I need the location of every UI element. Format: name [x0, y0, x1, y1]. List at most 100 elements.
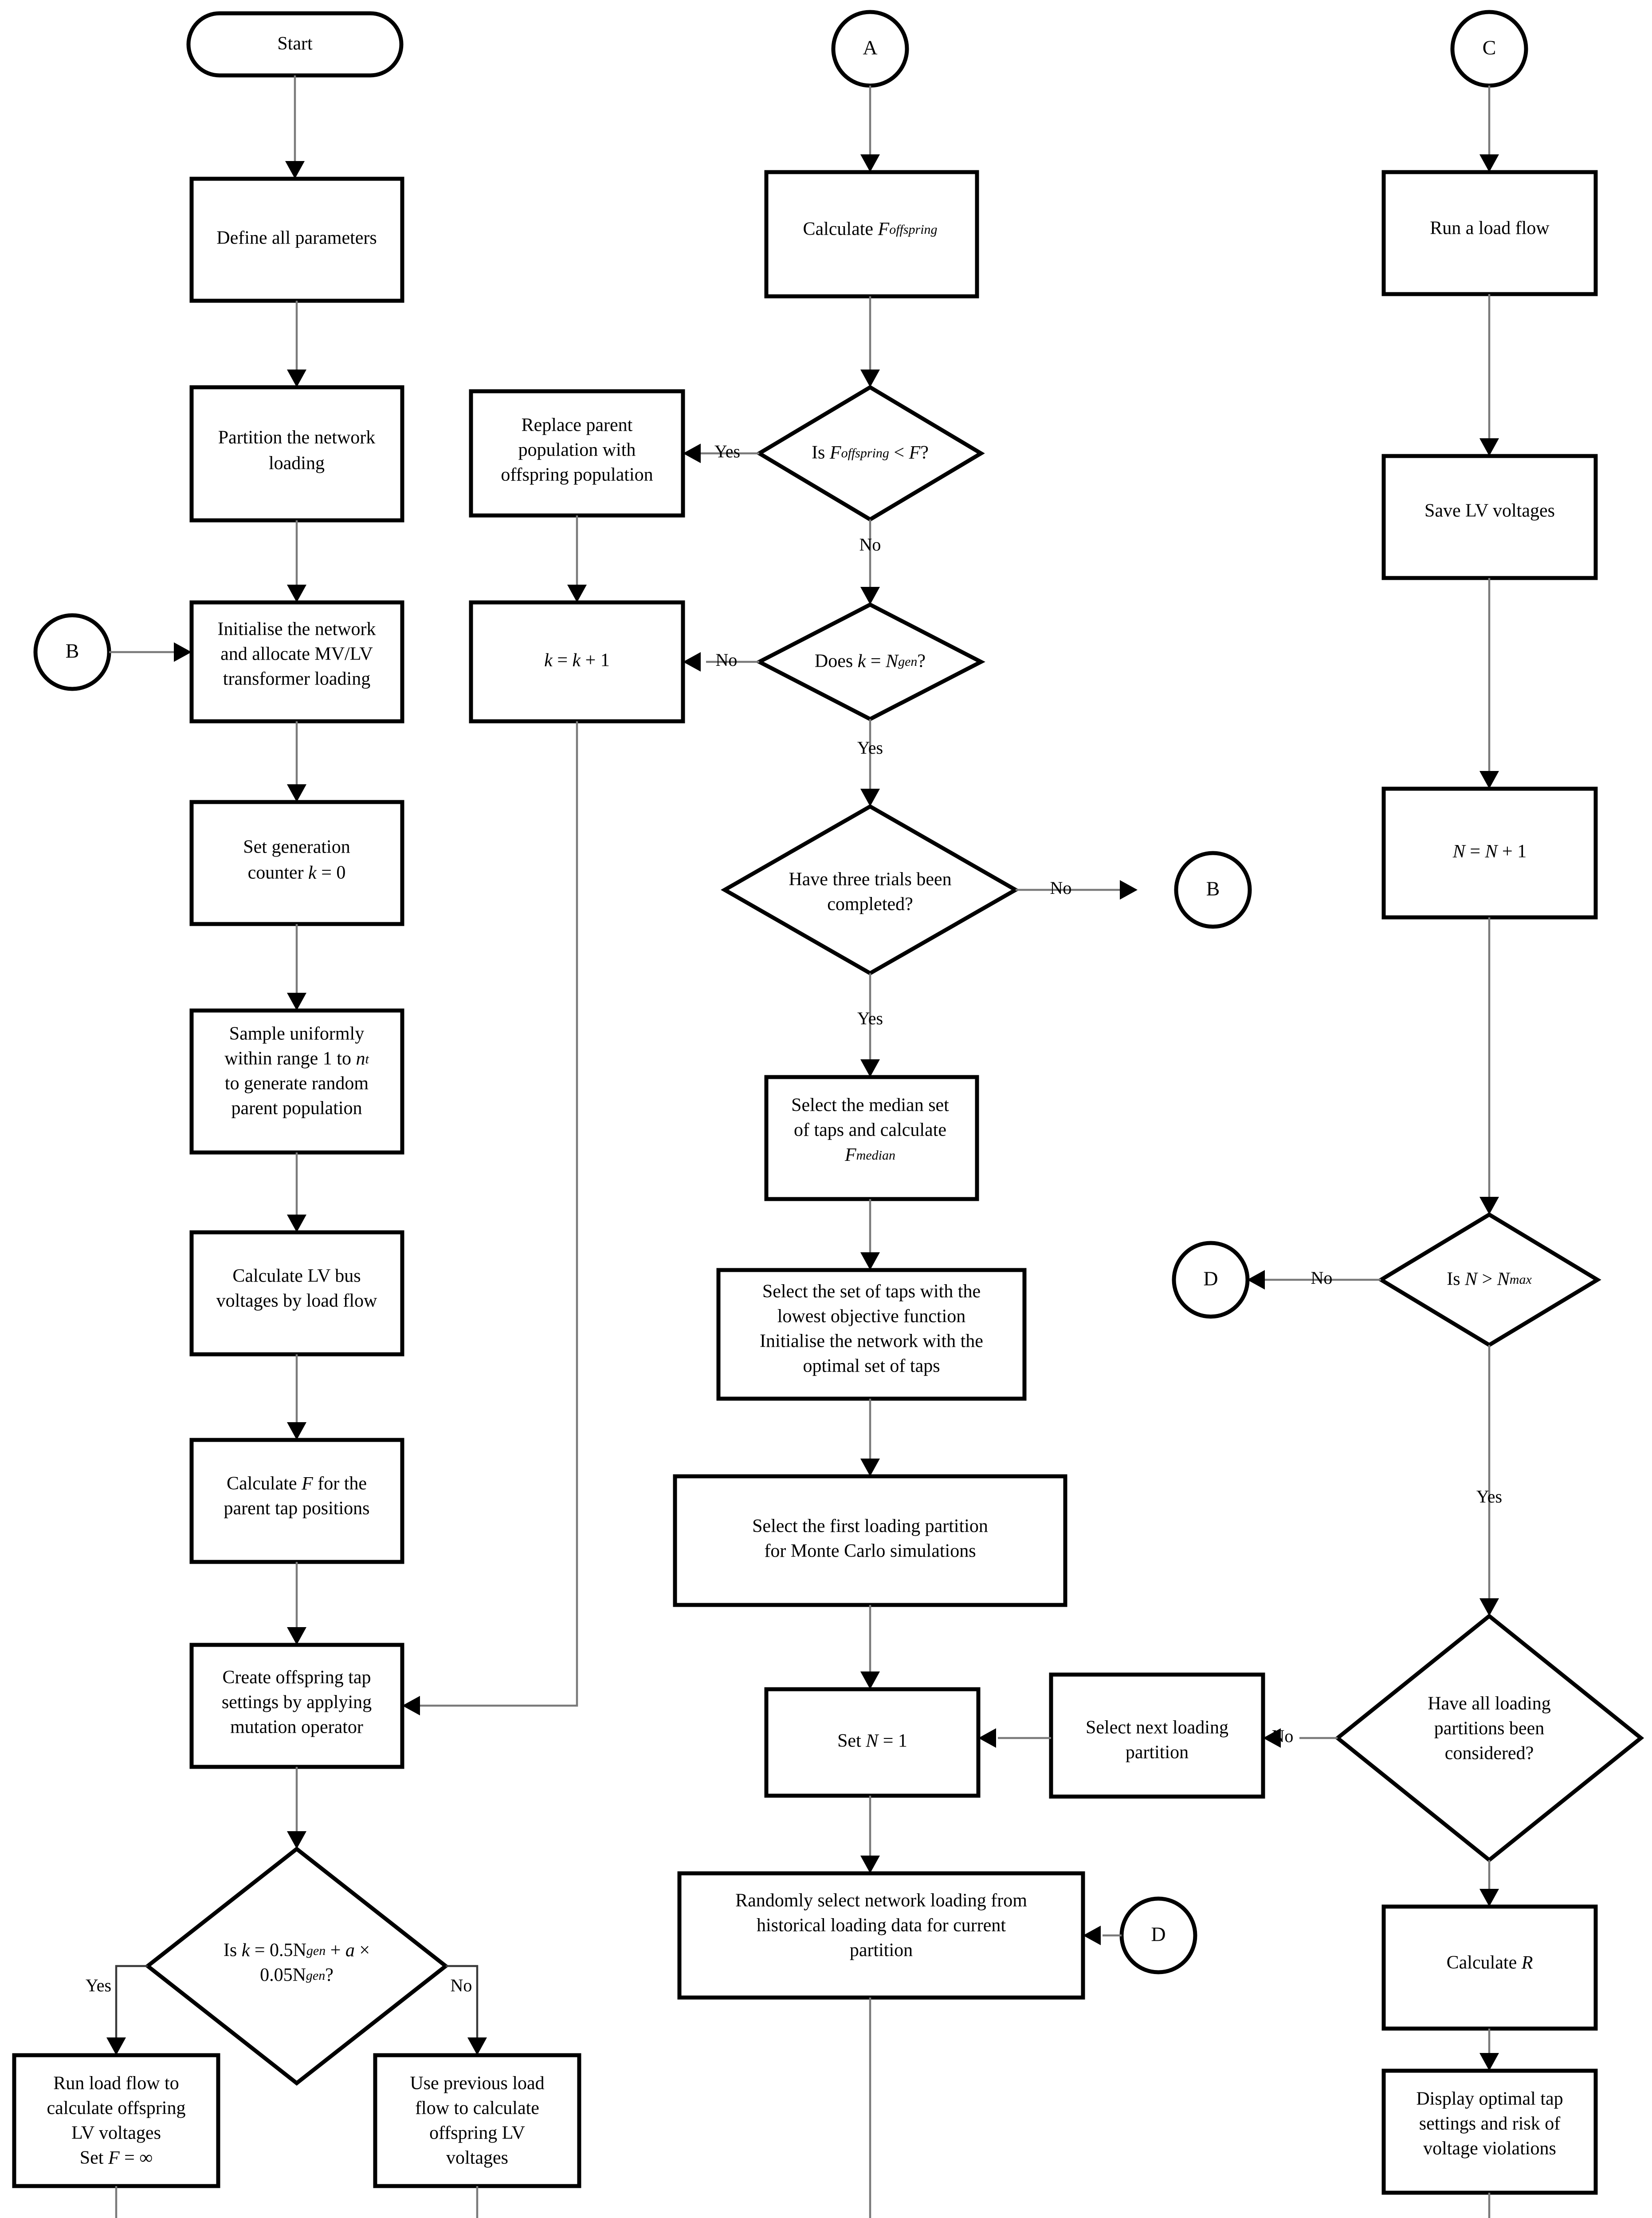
edge-label-doesk-yes: Yes: [857, 738, 883, 758]
calcf-line-2: parent tap positions: [224, 1498, 370, 1519]
decision-is-foffspring-lt-f: Is Foffspring < F?: [755, 385, 985, 522]
calcfoffspring-label: Calculate Foffspring: [803, 219, 937, 240]
arrowhead-lvbus-to-calcf: [287, 1422, 306, 1440]
arrowhead-define-to-partition: [287, 370, 306, 387]
median-line-3: Fmedian: [844, 1145, 895, 1165]
arrowhead-calcf-to-offspring: [287, 1627, 306, 1645]
threetrials-line-2: completed?: [827, 894, 913, 915]
lowestobj-line-2: lowest objective function: [777, 1306, 966, 1327]
arrowhead-savelv-to-incrementn: [1479, 771, 1499, 789]
node-calculate-r: Calculate R: [1381, 1904, 1598, 2031]
lvbus-line-1: Calculate LV bus: [232, 1266, 361, 1286]
edge-label-threetrials-yes: Yes: [857, 1008, 883, 1028]
arrowhead-firstpartition-to-setn: [860, 1671, 880, 1689]
firstpartition-line-1: Select the first loading partition: [752, 1516, 988, 1537]
arrowhead-isk-no: [467, 2037, 487, 2055]
arrowhead-allpartitions-no: [1263, 1728, 1281, 1748]
display-line-1: Display optimal tap: [1416, 2089, 1563, 2109]
lowestobj-line-4: optimal set of taps: [803, 1356, 940, 1376]
lowestobj-line-1: Select the set of taps with the: [762, 1282, 981, 1302]
connector-d-middle-label: D: [1151, 1923, 1165, 1946]
useprev-line-2: flow to calculate: [415, 2098, 539, 2119]
arrowhead-allpartitions-yes: [1479, 1889, 1499, 1907]
arrowhead-setn-to-randomly: [860, 1856, 880, 1873]
arrowhead-calculater-to-display: [1479, 2053, 1499, 2071]
node-use-previous-load-flow: Use previous load flow to calculate offs…: [373, 2053, 581, 2188]
randomly-line-1: Randomly select network loading from: [735, 1891, 1027, 1911]
edge-label-doesk-no: No: [716, 650, 738, 670]
lowestobj-line-3: Initialise the network with the: [760, 1331, 983, 1352]
connector-a-middle-top: A: [831, 10, 909, 88]
display-line-3: voltage violations: [1423, 2139, 1556, 2159]
node-select-median-taps: Select the median set of taps and calcul…: [764, 1075, 979, 1201]
sample-line-2: within range 1 to nt: [224, 1049, 369, 1069]
connector-b-middle-label: B: [1206, 877, 1220, 900]
arrowhead-nextpartition-to-setn: [978, 1728, 996, 1748]
edge-isk-no: [446, 1965, 479, 2047]
display-line-2: settings and risk of: [1419, 2114, 1560, 2134]
node-display-optimal-taps: Display optimal tap settings and risk of…: [1381, 2069, 1598, 2195]
randomly-line-2: historical loading data for current: [757, 1915, 1006, 1936]
runload-line-3: LV voltages: [71, 2123, 161, 2143]
firstpartition-line-2: for Monte Carlo simulations: [764, 1541, 976, 1561]
runaloadflow-label: Run a load flow: [1430, 218, 1550, 239]
arrowhead-threetrials-yes: [860, 1059, 880, 1077]
isngtnmax-label: Is N > Nmax: [1447, 1269, 1532, 1290]
edge-incrementk-to-createoffspring: [419, 721, 578, 1707]
connector-a-middle-top-label: A: [863, 36, 877, 59]
median-line-2: of taps and calculate: [794, 1120, 946, 1140]
savelv-label: Save LV voltages: [1424, 501, 1555, 521]
initialise-line-1: Initialise the network: [218, 619, 376, 640]
node-create-offspring-taps: Create offspring tap settings by applyin…: [189, 1643, 404, 1769]
connector-b-left: B: [33, 613, 111, 691]
arrowhead-runloadflow-to-savelv: [1479, 438, 1499, 456]
arrowhead-c-to-runloadflow: [1479, 154, 1499, 172]
threetrials-line-1: Have three trials been: [789, 869, 951, 890]
decision-does-k-eq-ngen: Does k = Ngen?: [755, 602, 985, 722]
replace-line-2: population with: [518, 440, 636, 460]
node-select-first-partition: Select the first loading partition for M…: [673, 1474, 1067, 1607]
initialise-line-2: and allocate MV/LV: [220, 644, 373, 665]
offspring-line-2: settings by applying: [222, 1692, 372, 1713]
connector-d-right: D: [1172, 1241, 1250, 1319]
node-calculate-f-offspring: Calculate Foffspring: [764, 170, 979, 299]
arrowhead-b-to-initialise: [174, 642, 192, 662]
arrowhead-threetrials-no: [1120, 880, 1138, 900]
runload-line-1: Run load flow to: [53, 2073, 179, 2094]
initialise-line-3: transformer loading: [223, 669, 370, 689]
nextpartition-line-1: Select next loading: [1086, 1718, 1228, 1738]
partition-line-2: loading: [269, 453, 325, 474]
node-save-lv-voltages: Save LV voltages: [1381, 454, 1598, 580]
connector-d-right-label: D: [1203, 1267, 1218, 1290]
connector-c-right-top: C: [1450, 10, 1528, 88]
arrowhead-a-to-calcfoffspring: [860, 154, 880, 172]
decision-is-k-half-ngen: Is k = 0.5Ngen + a × 0.05Ngen?: [144, 1846, 449, 2086]
arrowhead-isngtnmax-yes: [1479, 1598, 1499, 1616]
node-select-next-partition: Select next loading partition: [1049, 1672, 1265, 1799]
useprev-line-1: Use previous load: [410, 2073, 544, 2094]
isfoffspring-label: Is Foffspring < F?: [812, 443, 929, 463]
node-select-lowest-objective-taps: Select the set of taps with the lowest o…: [716, 1268, 1027, 1401]
arrowhead-isk-yes: [106, 2037, 126, 2055]
node-start-terminal: Start: [186, 11, 404, 78]
arrowhead-offspring-to-decision: [287, 1831, 306, 1849]
node-increment-n: N = N + 1: [1381, 787, 1598, 920]
replace-line-1: Replace parent: [522, 415, 633, 436]
replace-line-3: offspring population: [501, 465, 653, 485]
allpartitions-line-2: partitions been: [1434, 1719, 1544, 1739]
offspring-line-1: Create offspring tap: [222, 1667, 371, 1688]
start-terminal-label: Start: [277, 34, 313, 54]
node-define-parameters: Define all parameters: [189, 177, 404, 303]
arrowhead-d-to-randomly: [1083, 1926, 1101, 1945]
arrowhead-counter-to-sample: [287, 993, 306, 1011]
sample-line-4: parent population: [231, 1098, 362, 1119]
arrowhead-isfoffspring-no: [860, 587, 880, 605]
median-line-1: Select the median set: [791, 1095, 949, 1116]
arrowhead-isngtnmax-no: [1247, 1270, 1265, 1290]
arrowhead-median-to-lowestobj: [860, 1252, 880, 1270]
arrowhead-calcfoffspring-to-decision: [860, 370, 880, 387]
node-set-generation-counter: Set generation counter k = 0: [189, 800, 404, 926]
sample-line-3: to generate random: [225, 1074, 369, 1094]
